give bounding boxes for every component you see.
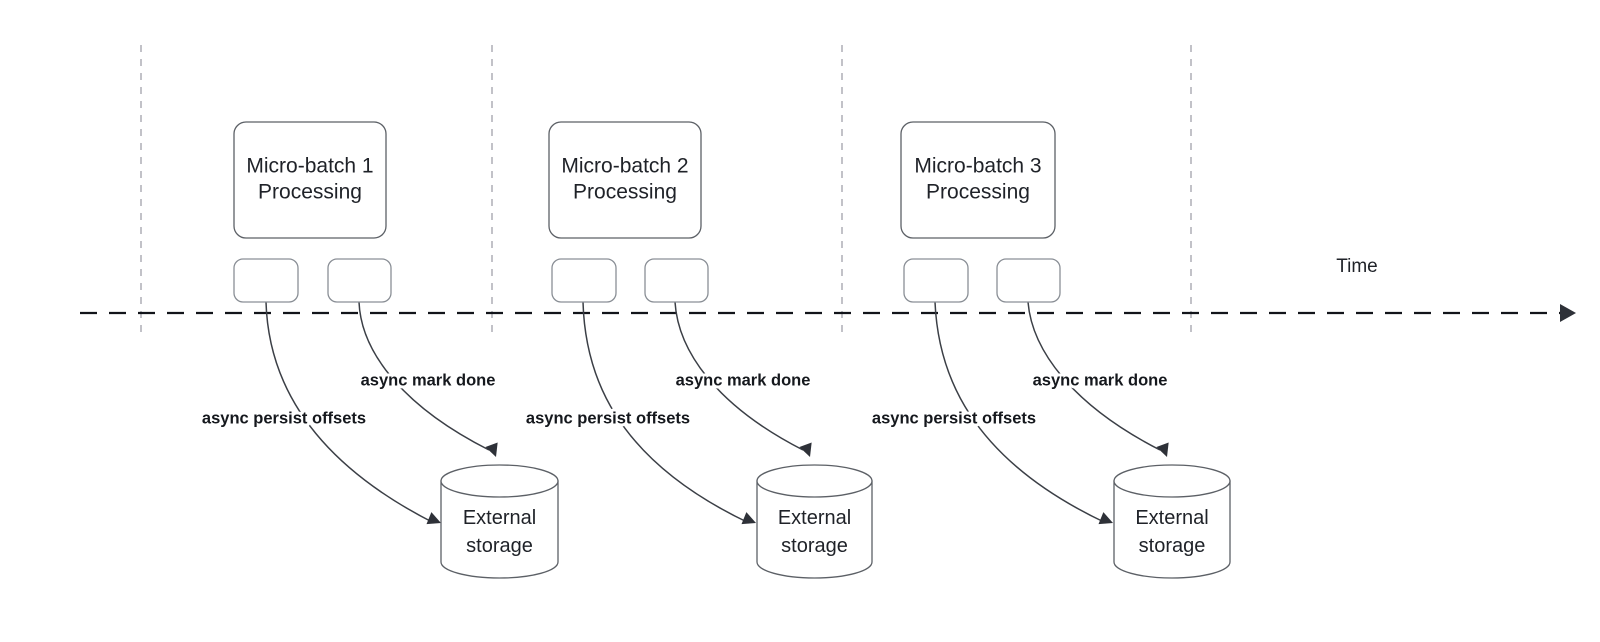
timeline-arrowhead [1560, 304, 1576, 322]
micro-batch-1-async-mark-done-halo: async mark done [361, 371, 496, 389]
micro-batch-1-tick-mark-done[interactable] [327, 258, 392, 303]
micro-batch-1-async-mark-done-label: async mark done [361, 371, 496, 389]
micro-batch-2-title-line1: Micro-batch 2 [561, 155, 688, 178]
micro-batch-3-mark-done-curve [1027, 301, 1161, 451]
micro-batch-1-storage-cylinder-top [440, 464, 559, 498]
micro-batch-3-async-mark-done-halo: async mark done [1033, 371, 1168, 389]
micro-batch-2-persist-curve [582, 301, 750, 524]
micro-batch-2-tick-mark-done[interactable] [644, 258, 709, 303]
micro-batch-3-storage-cylinder-top [1113, 464, 1231, 498]
micro-batch-1-async-persist-offsets-halo: async persist offsets [202, 409, 366, 427]
micro-batch-2-async-mark-done-label: async mark done [676, 371, 811, 389]
micro-batch-3-async-persist-offsets-halo: async persist offsets [872, 409, 1036, 427]
edge-labels-layer: async persist offsets async persist offse… [199, 368, 1170, 430]
micro-batch-1-mark-done-arrowhead [485, 442, 498, 457]
micro-batch-3-async-mark-done-label: async mark done [1033, 371, 1168, 389]
micro-batch-2-storage-label-line2: storage [781, 535, 848, 557]
micro-batch-3-storage-cylinder[interactable] [1113, 480, 1231, 579]
micro-batch-3-title-line2: Processing [926, 181, 1030, 204]
timeline-axis-layer: Time [80, 256, 1576, 322]
micro-batch-1-persist-arrowhead [426, 512, 441, 525]
micro-batch-2-tick-persist[interactable] [551, 258, 617, 303]
gridlines-layer [140, 45, 1192, 338]
micro-batch-1-mark-done-curve [358, 301, 490, 451]
micro-batch-2-mark-done-arrowhead [799, 442, 812, 457]
micro-batch-2-mark-done-curve [674, 301, 804, 451]
micro-batch-3-mark-done-arrowhead [1156, 442, 1169, 457]
micro-batch-2-async-mark-done-halo: async mark done [676, 371, 811, 389]
micro-batch-2-storage-cylinder[interactable] [756, 480, 873, 579]
micro-batch-1-storage-label-line1: External [463, 507, 536, 529]
micro-batch-1-async-persist-offsets-label: async persist offsets [202, 409, 366, 427]
micro-batch-1-storage-label-line2: storage [466, 535, 533, 557]
time-axis-label: Time [1336, 256, 1378, 277]
micro-batch-3-persist-arrowhead [1098, 512, 1113, 525]
micro-batch-3-box[interactable] [900, 121, 1056, 239]
micro-batch-3-tick-mark-done[interactable] [996, 258, 1061, 303]
micro-batch-2-async-persist-offsets-halo: async persist offsets [526, 409, 690, 427]
micro-batch-1-storage-cylinder[interactable] [440, 480, 559, 579]
micro-batch-2-persist-arrowhead [741, 512, 756, 525]
micro-batch-3-storage-label-line1: External [1135, 507, 1208, 529]
micro-batch-1-box[interactable] [233, 121, 387, 239]
micro-batch-1-persist-curve [265, 301, 435, 524]
micro-batch-2-async-persist-offsets-label: async persist offsets [526, 409, 690, 427]
micro-batch-3-persist-curve [934, 301, 1107, 524]
flow-curves-layer [265, 301, 1169, 525]
micro-batch-2-storage-cylinder-top [756, 464, 873, 498]
micro-batch-2-title-line2: Processing [573, 181, 677, 204]
micro-batch-3-title-line1: Micro-batch 3 [914, 155, 1041, 178]
micro-batch-1-title-line2: Processing [258, 181, 362, 204]
micro-batch-3-async-persist-offsets-label: async persist offsets [872, 409, 1036, 427]
micro-batch-3-storage-label-line2: storage [1139, 535, 1206, 557]
micro-batch-3-tick-persist[interactable] [903, 258, 969, 303]
micro-batch-1-tick-persist[interactable] [233, 258, 299, 303]
micro-batch-1-title-line1: Micro-batch 1 [246, 155, 373, 178]
micro-batch-2-storage-label-line1: External [778, 507, 851, 529]
micro-batch-2-box[interactable] [548, 121, 702, 239]
